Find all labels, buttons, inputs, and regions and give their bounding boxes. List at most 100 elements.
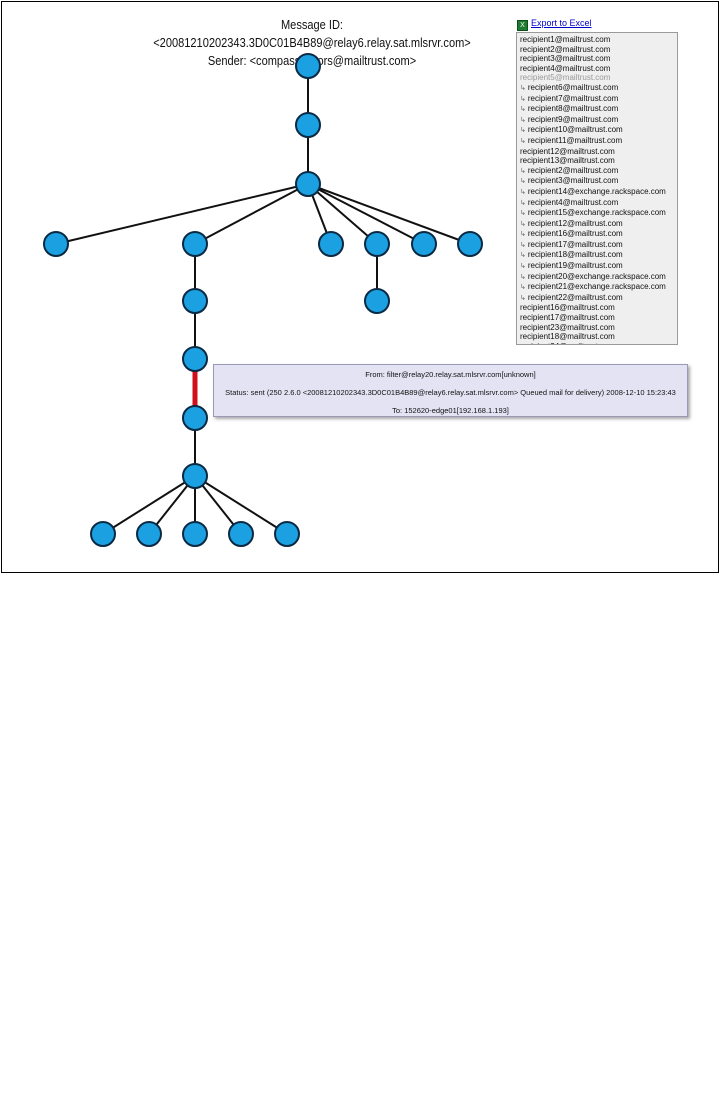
excel-icon: X (517, 20, 528, 31)
forward-arrow-icon: ↳ (520, 284, 526, 292)
recipient-address: recipient3@mailtrust.com (520, 54, 611, 64)
recipient-item[interactable]: ↳recipient3@mailtrust.com (520, 176, 677, 187)
recipient-item[interactable]: ↳recipient20@exchange.rackspace.com (520, 272, 677, 283)
export-label: Export to Excel (531, 18, 592, 28)
recipient-address: recipient14@exchange.rackspace.com (527, 186, 666, 196)
forward-arrow-icon: ↳ (520, 199, 526, 207)
recipient-item[interactable]: ↳recipient9@mailtrust.com (520, 115, 677, 126)
recipient-item[interactable]: ↳recipient17@mailtrust.com (520, 240, 677, 251)
recipient-address: recipient7@mailtrust.com (527, 93, 619, 103)
recipient-address: recipient12@mailtrust.com (520, 146, 615, 156)
graph-edge[interactable] (307, 183, 471, 245)
tooltip-from: From: filter@relay20.relay.sat.mlsrvr.co… (365, 370, 536, 379)
forward-arrow-icon: ↳ (520, 231, 526, 239)
graph-node[interactable] (90, 521, 116, 547)
recipient-address: recipient22@mailtrust.com (527, 292, 623, 302)
graph-node[interactable] (182, 405, 208, 431)
recipient-item[interactable]: recipient3@mailtrust.com (520, 54, 677, 64)
recipient-item[interactable]: ↳recipient11@mailtrust.com (520, 136, 677, 147)
recipient-address: recipient2@mailtrust.com (520, 44, 611, 54)
recipient-address: recipient16@mailtrust.com (520, 303, 615, 313)
graph-node[interactable] (274, 521, 300, 547)
forward-arrow-icon: ↳ (520, 84, 526, 92)
graph-edge[interactable] (307, 183, 425, 245)
recipient-item[interactable]: recipient5@mailtrust.com (520, 73, 677, 83)
recipient-item[interactable]: ↳recipient7@mailtrust.com (520, 94, 677, 105)
recipient-address: recipient12@mailtrust.com (527, 218, 623, 228)
recipient-address: recipient4@mailtrust.com (527, 197, 619, 207)
graph-node[interactable] (182, 463, 208, 489)
recipient-item[interactable]: ↳recipient14@exchange.rackspace.com (520, 187, 677, 198)
tooltip-to: To: 152620-edge01[192.168.1.193] (392, 406, 509, 415)
recipient-item[interactable]: ↳recipient19@mailtrust.com (520, 261, 677, 272)
graph-node[interactable] (43, 231, 69, 257)
recipient-item[interactable]: ↳recipient10@mailtrust.com (520, 125, 677, 136)
recipient-item[interactable]: recipient13@mailtrust.com (520, 156, 677, 166)
recipient-address: recipient18@mailtrust.com (520, 332, 615, 342)
recipient-item[interactable]: recipient1@mailtrust.com (520, 35, 677, 45)
recipient-item[interactable]: ↳recipient21@exchange.rackspace.com (520, 282, 677, 293)
graph-node[interactable] (364, 288, 390, 314)
recipient-address: recipient15@exchange.rackspace.com (527, 208, 666, 218)
graph-node[interactable] (318, 231, 344, 257)
recipient-address: recipient13@mailtrust.com (520, 156, 615, 166)
recipient-address: recipient5@mailtrust.com (520, 73, 611, 83)
forward-arrow-icon: ↳ (520, 188, 526, 196)
graph-edge[interactable] (102, 475, 196, 535)
recipient-address: recipient4@mailtrust.com (520, 63, 611, 73)
recipient-item[interactable]: ↳recipient22@mailtrust.com (520, 293, 677, 304)
recipient-address: recipient17@mailtrust.com (520, 313, 615, 323)
recipient-item[interactable]: recipient18@mailtrust.com (520, 332, 677, 342)
graph-edge[interactable] (307, 183, 378, 245)
forward-arrow-icon: ↳ (520, 116, 526, 124)
recipient-address: recipient21@exchange.rackspace.com (527, 282, 666, 292)
recipient-item[interactable]: recipient4@mailtrust.com (520, 64, 677, 74)
recipient-item[interactable]: ↳recipient8@mailtrust.com (520, 104, 677, 115)
recipient-address: recipient19@mailtrust.com (527, 261, 623, 271)
recipient-address: recipient9@mailtrust.com (527, 114, 619, 124)
forward-arrow-icon: ↳ (520, 178, 526, 186)
recipient-item[interactable]: ↳recipient4@mailtrust.com (520, 198, 677, 209)
graph-node[interactable] (228, 521, 254, 547)
recipient-item[interactable]: recipient2@mailtrust.com (520, 45, 677, 55)
forward-arrow-icon: ↳ (520, 210, 526, 218)
graph-edge[interactable] (194, 475, 288, 535)
graph-node[interactable] (182, 231, 208, 257)
recipient-item[interactable]: ↳recipient12@mailtrust.com (520, 219, 677, 230)
recipient-address: recipient16@mailtrust.com (527, 229, 623, 239)
graph-node[interactable] (364, 231, 390, 257)
recipient-item[interactable]: recipient16@mailtrust.com (520, 303, 677, 313)
graph-node[interactable] (295, 112, 321, 138)
graph-node[interactable] (182, 288, 208, 314)
recipient-item[interactable]: ↳recipient16@mailtrust.com (520, 229, 677, 240)
recipient-address: recipient11@mailtrust.com (527, 135, 623, 145)
recipient-address: recipient6@mailtrust.com (527, 82, 619, 92)
recipient-item[interactable]: ↳recipient18@mailtrust.com (520, 250, 677, 261)
recipient-item[interactable]: ↳recipient6@mailtrust.com (520, 83, 677, 94)
recipient-address: recipient10@mailtrust.com (527, 125, 623, 135)
recipient-address: recipient24@mailtrust.com (520, 342, 615, 344)
graph-edge[interactable] (194, 183, 309, 245)
forward-arrow-icon: ↳ (520, 263, 526, 271)
graph-node[interactable] (295, 171, 321, 197)
recipient-item[interactable]: ↳recipient15@exchange.rackspace.com (520, 208, 677, 219)
tracking-panel: Message ID: <20081210202343.3D0C01B4B89@… (1, 1, 719, 573)
graph-node[interactable] (136, 521, 162, 547)
graph-node[interactable] (182, 346, 208, 372)
graph-node[interactable] (457, 231, 483, 257)
graph-edge[interactable] (55, 183, 309, 245)
recipient-item[interactable]: recipient17@mailtrust.com (520, 313, 677, 323)
recipient-item[interactable]: ↳recipient2@mailtrust.com (520, 166, 677, 177)
graph-node[interactable] (411, 231, 437, 257)
recipient-item[interactable]: recipient12@mailtrust.com (520, 147, 677, 157)
graph-node[interactable] (182, 521, 208, 547)
recipient-item[interactable]: recipient24@mailtrust.com (520, 342, 677, 344)
recipient-address: recipient18@mailtrust.com (527, 250, 623, 260)
recipient-address: recipient17@mailtrust.com (527, 239, 623, 249)
recipient-item[interactable]: recipient23@mailtrust.com (520, 323, 677, 333)
graph-node[interactable] (295, 53, 321, 79)
recipient-address: recipient8@mailtrust.com (527, 104, 619, 114)
recipient-address: recipient20@exchange.rackspace.com (527, 271, 666, 281)
